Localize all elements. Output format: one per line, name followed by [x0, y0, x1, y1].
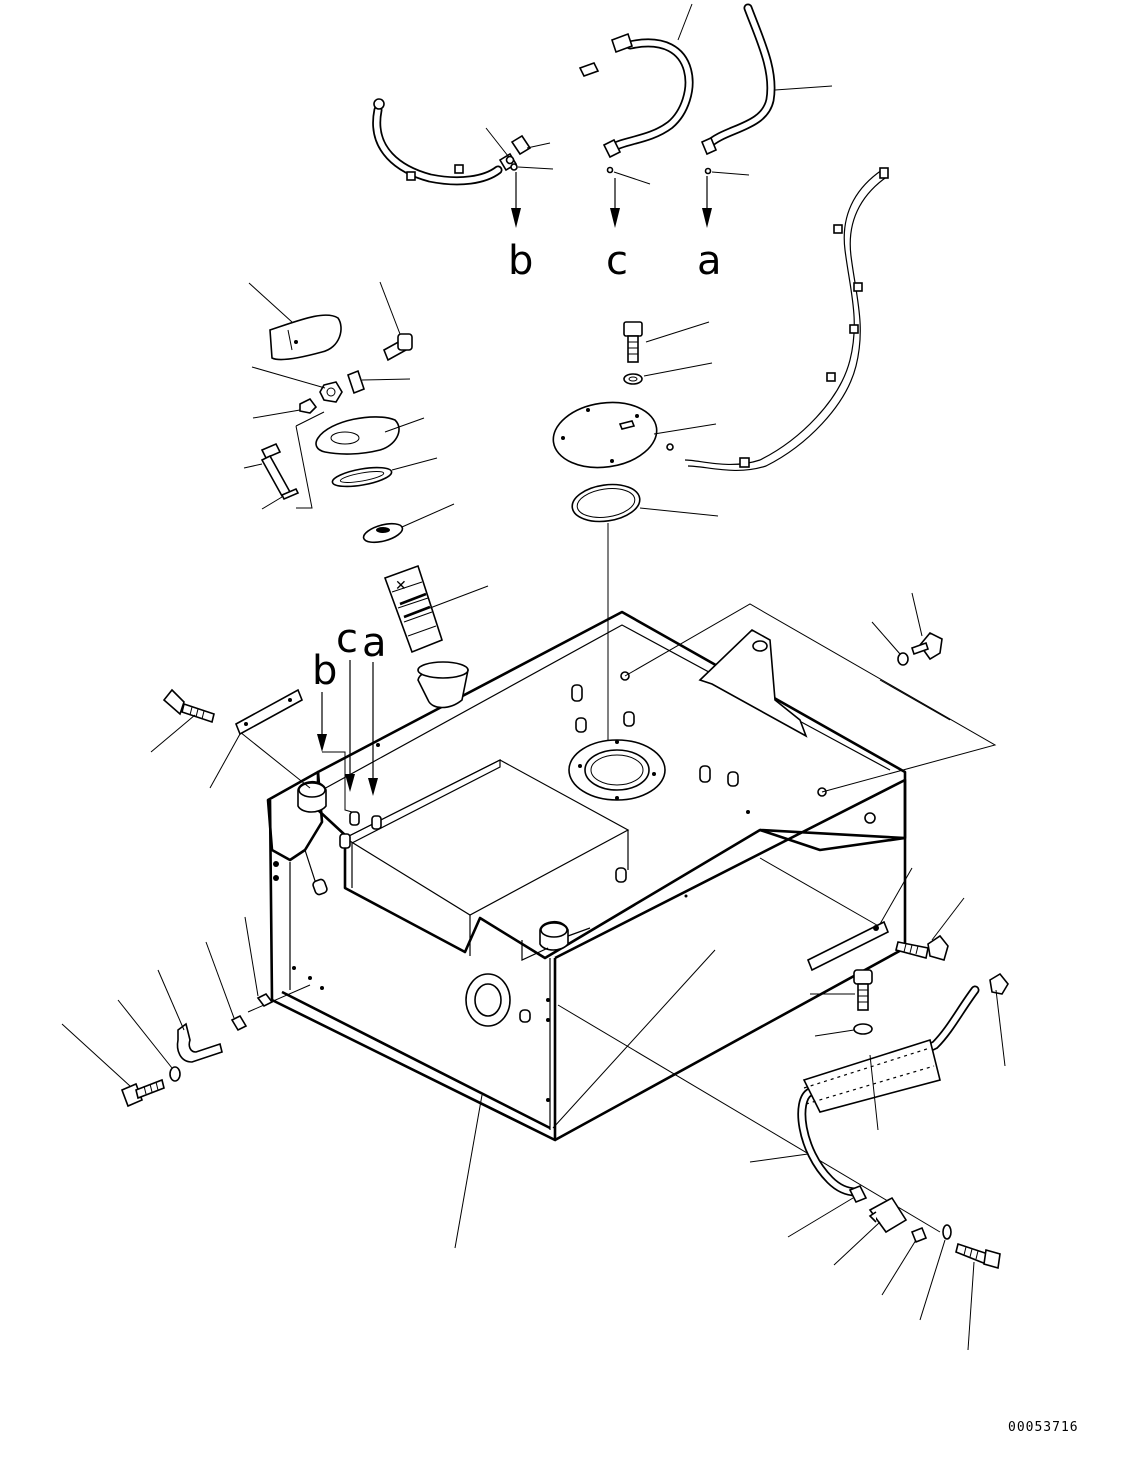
left-clamp: [157, 969, 223, 1063]
tank-studs: [312, 684, 739, 1023]
sender-bolt: [623, 321, 710, 363]
callout-top-a: a: [697, 238, 722, 284]
left-band: [209, 688, 304, 789]
fitting-b: [485, 127, 554, 171]
tank-holes: [273, 671, 876, 1102]
filler-strainer-guard: [315, 416, 425, 455]
left-wing-bolt: [150, 688, 215, 753]
left-clamp-nut: [205, 916, 274, 1032]
right-band: [806, 867, 913, 972]
cap-bolt-left: [243, 411, 325, 510]
sender-washer: [623, 362, 713, 385]
drain-hose: [749, 972, 1009, 1197]
drain-washer: [814, 1023, 873, 1037]
filler-cap: [248, 282, 342, 361]
right-mount-bolt: [871, 592, 943, 666]
document-number: 00053716: [1008, 1420, 1079, 1435]
drain-bolt: [810, 969, 873, 1011]
cap-bolt-right: [379, 281, 413, 362]
mount-guides: [239, 603, 997, 1233]
callout-tank-a: a: [362, 620, 387, 666]
filler-flange: [362, 503, 455, 544]
tank-arrows: [317, 660, 378, 813]
cap-nut-and-clip: [251, 366, 411, 419]
callout-tank-b: b: [312, 648, 337, 694]
hose-c-assembly: [578, 3, 694, 185]
hose-a-assembly: [700, 3, 833, 176]
callout-top-c: c: [606, 238, 628, 284]
drain-valve: [787, 1184, 1001, 1351]
callout-top-b: b: [508, 238, 533, 284]
left-clamp-washer: [117, 999, 181, 1082]
breather-hose: [666, 167, 889, 472]
right-wing-bolt: [895, 897, 965, 961]
filler-strainer: ✕: [383, 564, 489, 654]
filler-gasket: [331, 457, 438, 488]
callout-tank-c: c: [336, 616, 358, 662]
fuel-tank: [266, 610, 907, 1249]
sender-gasket: [571, 483, 719, 760]
top-arrows: [511, 172, 712, 228]
left-clamp-bolt: [61, 1023, 165, 1108]
sender-cover: [552, 401, 717, 469]
svg-text:✕: ✕: [395, 578, 407, 594]
hose-b-assembly: [372, 98, 518, 186]
